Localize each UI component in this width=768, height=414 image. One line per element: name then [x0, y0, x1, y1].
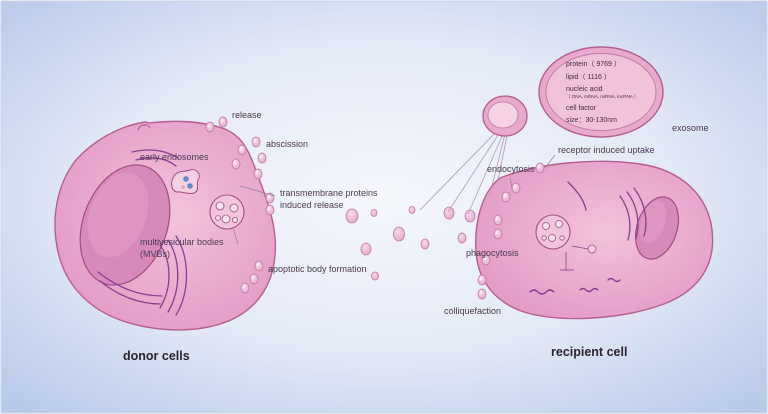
caption-recipient-cell: recipient cell [551, 345, 627, 359]
traveling-vesicles [345, 206, 491, 281]
label-exosome: exosome [672, 123, 709, 133]
transit-exosome [419, 95, 528, 219]
early-endosome [171, 169, 200, 195]
label-early-endosomes: early endosomes [140, 152, 209, 162]
label-release: release [232, 110, 262, 120]
exosome-size: size：30-130nm [566, 117, 617, 124]
label-transmembrane-2: induced release [280, 200, 344, 210]
label-mvb-1: multivesicular bodies [140, 237, 224, 247]
caption-donor-cells: donor cells [123, 349, 190, 363]
label-endocytosis: endocytosis [487, 164, 535, 174]
label-receptor-uptake: receptor induced uptake [558, 145, 655, 155]
label-abscission: abscission [266, 139, 308, 149]
exosome-nucleic-acid: nucleic acid [566, 86, 603, 93]
recipient-cell [475, 160, 714, 320]
donor-cell [54, 120, 277, 331]
exosome-lipid: lipid（ 1116 ） [566, 73, 611, 81]
label-apoptotic: apoptotic body formation [268, 264, 367, 274]
recipient-endosome [535, 214, 571, 250]
label-phagocytosis: phagocytosis [466, 248, 519, 258]
exosome-detail: protein（ 9769 ） lipid（ 1116 ） nucleic ac… [538, 46, 664, 138]
exosome-protein: protein（ 9769 ） [566, 60, 621, 68]
label-mvb-2: (MVBs) [140, 249, 170, 259]
label-colliquefaction: colliquefaction [444, 306, 501, 316]
multivesicular-body [209, 194, 245, 230]
exosome-nucleic-detail: （ DNA, mRNA, miRNA, lncRNA ） [566, 94, 639, 99]
leader-lines-recipient [509, 154, 556, 189]
label-transmembrane-1: transmembrane proteins [280, 188, 378, 198]
leader-lines-donor [232, 185, 276, 245]
exosome-cell-factor: cell factor [566, 105, 597, 112]
